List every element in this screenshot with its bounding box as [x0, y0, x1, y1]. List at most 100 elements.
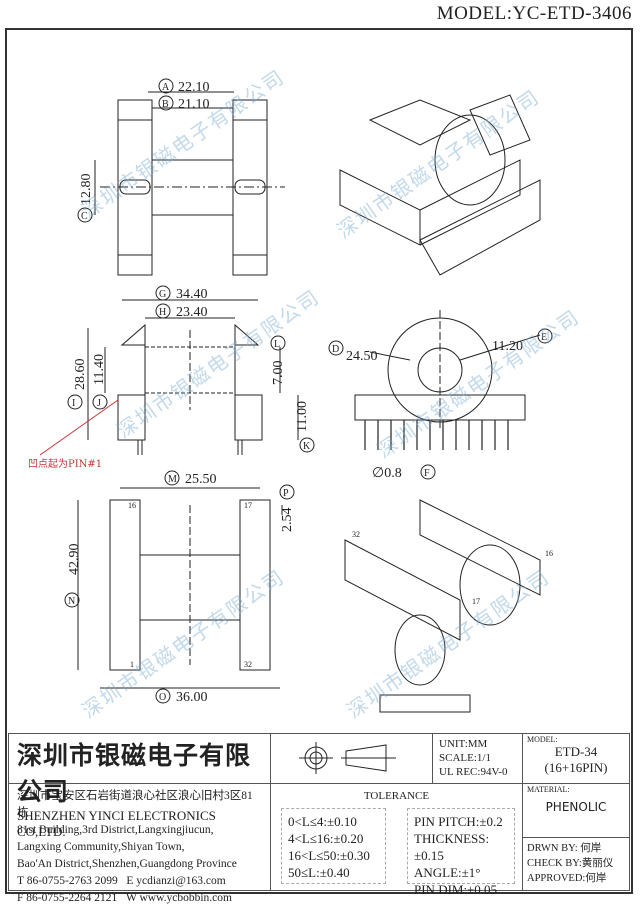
address-line: 81st Building,3rd District,Langxingjiucu… [17, 824, 214, 836]
svg-text:P: P [283, 488, 289, 499]
svg-text:16: 16 [545, 549, 553, 558]
svg-text:1: 1 [130, 660, 134, 669]
dim-I: I28.60 [67, 359, 88, 410]
svg-text:42.90: 42.90 [67, 544, 82, 576]
dim-A: A 22.10 [158, 78, 210, 95]
svg-text:L: L [274, 339, 280, 350]
material-value: PHENOLIC [545, 800, 607, 814]
model-value: ETD-34 [554, 744, 598, 759]
dim-B: B 21.10 [158, 95, 210, 112]
svg-text:G: G [159, 289, 166, 300]
svg-text:2.54: 2.54 [280, 508, 295, 533]
tolerance-row: 4<L≤16:±0.20 [288, 831, 364, 846]
model-label: MODEL: [527, 735, 558, 744]
dim-P: P 2.54 [279, 484, 295, 533]
svg-text:K: K [303, 441, 311, 452]
pin-view [77, 487, 283, 689]
tolerance-row: 16<L≤50:±0.30 [288, 848, 370, 863]
pin-numbers: 16 17 1 32 32 16 17 [128, 501, 553, 669]
svg-text:17: 17 [244, 501, 252, 510]
dim-K: K 11.00 [295, 401, 315, 453]
tolerance-row: ANGLE:±1° [414, 865, 481, 880]
svg-text:17: 17 [472, 597, 480, 606]
tolerance-title: TOLERANCE [363, 790, 430, 802]
address-line: 深圳市宝安区石岩街道浪心社区浪心旧村3区81栋 [17, 790, 253, 819]
tolerance-row: THICKNESS:±0.15 [414, 831, 490, 863]
phone: T 86-0755-2763 2099 [17, 875, 118, 887]
fax: F 86-0755-2264 2121 [17, 892, 118, 904]
isometric-top [339, 94, 541, 276]
dim-O: O 36.00 [155, 688, 208, 705]
address-line: Bao'An District,Shenzhen,Guangdong Provi… [17, 858, 237, 870]
svg-text:16: 16 [128, 501, 136, 510]
svg-text:23.40: 23.40 [176, 305, 208, 320]
tolerance-row: 50≤L:±0.40 [288, 865, 350, 880]
company-name-en: SHENZHEN YINCI ELECTRONICS CO,LTD. [17, 808, 216, 839]
svg-text:12.80: 12.80 [79, 174, 94, 206]
svg-text:M: M [168, 474, 177, 485]
drawing-frame [5, 28, 633, 894]
svg-text:32: 32 [244, 660, 252, 669]
tolerance-other-box: PIN PITCH:±0.2 THICKNESS:±0.15 ANGLE:±1°… [407, 808, 515, 897]
email: E ycdianzi@163.com [126, 875, 226, 887]
model-title: MODEL:YC-ETD-3406 [436, 3, 632, 24]
dim-G: G 34.40 [155, 285, 208, 302]
dim-D: D 24.50 [328, 340, 378, 364]
svg-text:F: F [424, 468, 430, 479]
svg-text:J: J [97, 398, 101, 409]
svg-text:32: 32 [352, 530, 360, 539]
dim-L: L 7.00 [270, 335, 286, 386]
dim-H: H 23.40 [155, 303, 208, 320]
svg-text:11.00: 11.00 [295, 401, 310, 432]
company-name-cn: 深圳市银磁电子有限公司 [17, 741, 252, 806]
svg-text:36.00: 36.00 [176, 690, 208, 705]
dim-C: C 12.80 [77, 174, 94, 223]
dim-N: N 42.90 [64, 544, 82, 608]
svg-text:D: D [332, 344, 339, 355]
svg-text:N: N [68, 596, 75, 607]
unit-text: UNIT:MM [439, 738, 488, 750]
isometric-bottom [344, 499, 541, 713]
svg-text:C: C [81, 211, 88, 222]
svg-text:7.00: 7.00 [271, 361, 286, 386]
tolerance-row: 0<L≤4:±0.10 [288, 814, 357, 829]
svg-text:11.20: 11.20 [492, 339, 523, 354]
website: W www.ycbobbin.com [125, 892, 232, 904]
dim-E: E 11.20 [492, 328, 553, 354]
checked-by: CHECK BY:黄丽仪 [527, 858, 614, 869]
front-view [354, 310, 541, 450]
svg-text:21.10: 21.10 [178, 97, 210, 112]
pin1-note: 凹点起为PIN#1 [28, 459, 103, 470]
address-line: Langxing Community,Shiyan Town, [17, 841, 185, 853]
approved-by: APPROVED:何岸 [527, 873, 607, 884]
projection-symbol-icon [299, 742, 396, 774]
dim-F: F ∅0.8 [372, 464, 436, 481]
pin-count: (16+16PIN) [544, 760, 608, 775]
material-label: MATERIAL: [527, 785, 570, 794]
tolerance-length-box: 0<L≤4:±0.10 4<L≤16:±0.20 16<L≤50:±0.30 5… [281, 808, 386, 884]
tolerance-row: PIN PITCH:±0.2 [414, 814, 503, 829]
technical-drawing [39, 91, 541, 713]
svg-text:B: B [162, 99, 169, 110]
svg-text:34.40: 34.40 [176, 287, 208, 302]
svg-text:24.50: 24.50 [346, 349, 378, 364]
title-block: 深圳市银磁电子有限公司 SHENZHEN YINCI ELECTRONICS C… [8, 733, 630, 904]
svg-text:I: I [72, 398, 75, 409]
ul-rec-text: UL REC:94V-0 [439, 766, 508, 778]
svg-text:E: E [541, 332, 547, 343]
svg-text:O: O [159, 692, 166, 703]
dimension-labels: A 22.10 B 21.10 C 12.80 G 34.40 H 23.40 I28.6… [64, 78, 553, 705]
scale-text: SCALE:1/1 [439, 752, 491, 764]
drawn-by: DRWN BY: 何岸 [527, 843, 602, 854]
dim-M: M 25.50 [164, 470, 217, 487]
side-view [39, 299, 299, 456]
dim-J: J 11.40 [92, 354, 108, 410]
svg-text:22.10: 22.10 [178, 80, 210, 95]
tolerance-row: PIN DIM:±0.05 [414, 882, 497, 897]
svg-text:H: H [159, 307, 166, 318]
svg-text:25.50: 25.50 [185, 472, 217, 487]
svg-text:A: A [162, 82, 170, 93]
svg-text:11.40: 11.40 [92, 354, 107, 385]
top-view [94, 91, 285, 276]
svg-text:∅0.8: ∅0.8 [372, 466, 402, 481]
